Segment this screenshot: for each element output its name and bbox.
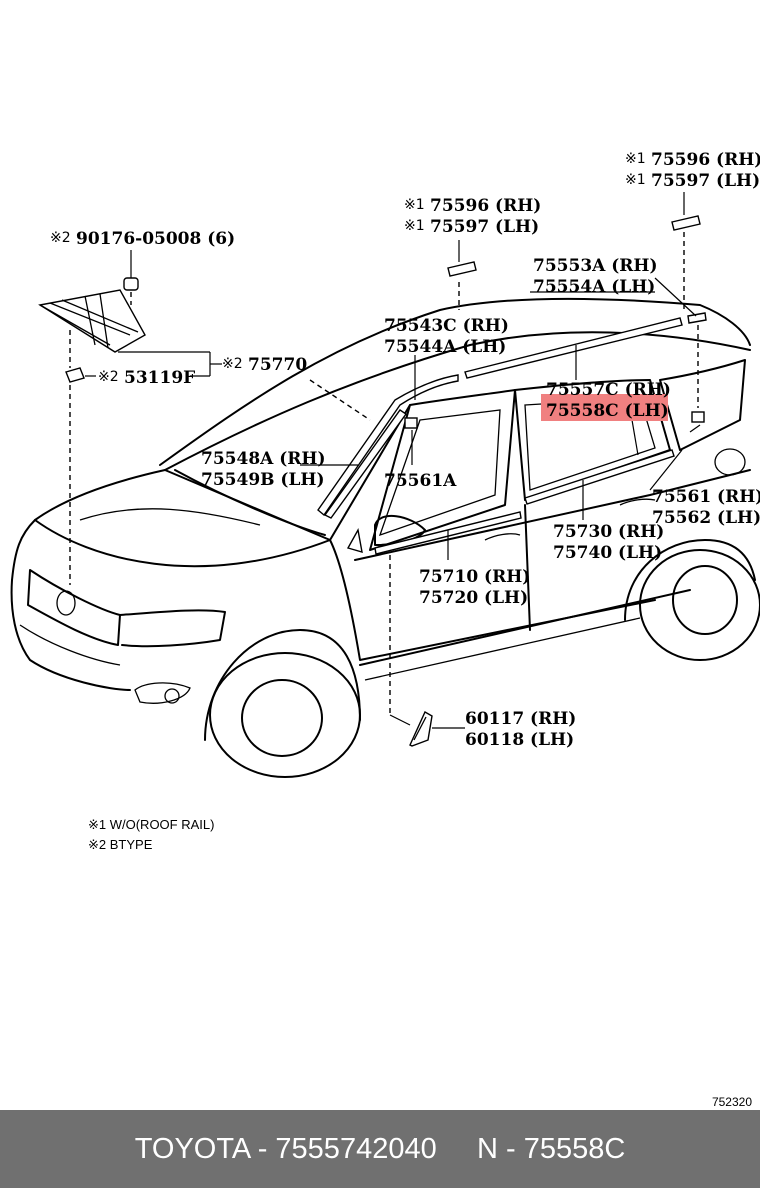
callout-75553A: 75553A (RH) — [533, 256, 658, 276]
part-roof-cap-mid — [447, 261, 477, 277]
callout-75554A: 75554A (LH) — [533, 277, 655, 297]
callout-75543C: 75543C (RH) — [384, 316, 509, 336]
callout-53119-mark: ※2 — [98, 369, 119, 385]
callout-75561: 75561 (RH) — [652, 487, 760, 507]
callout-75770-mark: ※2 — [222, 356, 243, 372]
part-clip-90176 — [123, 277, 139, 291]
callout-75596-mid-mark: ※1 — [404, 197, 425, 213]
part-mudguard — [409, 711, 433, 747]
callout-75740: 75740 (LH) — [553, 543, 662, 563]
callout-75730: 75730 (RH) — [553, 522, 664, 542]
callout-75562: 75562 (LH) — [652, 508, 760, 528]
parts-diagram: ※2 90176-05008 (6) ※2 53119F ※2 75770 ※1… — [10, 150, 760, 1109]
callout-90176: 90176-05008 (6) — [76, 229, 235, 249]
part-hood-protector — [38, 289, 146, 353]
vehicle-outline — [10, 297, 760, 778]
part-mirror-trim — [346, 527, 363, 553]
part-clip-75561A — [404, 417, 418, 429]
legend-notes: ※1 W/O(ROOF RAIL) ※2 BTYPE — [88, 817, 214, 852]
callout-75549B: 75549B (LH) — [201, 470, 325, 490]
leader-lines — [69, 192, 701, 729]
callout-75596-mid: 75596 (RH) — [430, 196, 541, 216]
part-roof-drip-molding — [464, 312, 707, 379]
callout-75710: 75710 (RH) — [419, 567, 530, 587]
part-belt-molding-rear — [524, 449, 675, 505]
callout-75596-top-mark: ※1 — [625, 151, 646, 167]
callout-90176-mark: ※2 — [50, 230, 71, 246]
callout-75770: 75770 — [248, 355, 307, 375]
part-clip-53119F — [65, 367, 85, 383]
note-1: ※1 W/O(ROOF RAIL) — [88, 817, 214, 832]
callout-75720: 75720 (LH) — [419, 588, 528, 608]
callout-75597-mid-mark: ※1 — [404, 218, 425, 234]
callout-75597-top-mark: ※1 — [625, 172, 646, 188]
callout-75544A: 75544A (LH) — [384, 337, 506, 357]
callout-75596-top: 75596 (RH) — [651, 150, 760, 170]
callout-53119: 53119F — [124, 368, 195, 388]
part-roof-cap-top — [671, 215, 701, 231]
part-clip-75561 — [691, 411, 705, 423]
callout-75548A: 75548A (RH) — [201, 449, 326, 469]
callout-75597-mid: 75597 (LH) — [430, 217, 539, 237]
callout-60117: 60117 (RH) — [465, 709, 576, 729]
highlight-box — [541, 394, 668, 421]
note-2: ※2 BTYPE — [88, 837, 153, 852]
footer-bar: TOYOTA - 7555742040 N - 75558C — [0, 1110, 760, 1188]
callout-75557C: 75557C (RH) — [546, 380, 671, 400]
callout-75558C: 75558C (LH) — [546, 401, 669, 421]
callout-75561A: 75561A — [384, 471, 457, 491]
part-windshield-molding — [317, 374, 459, 519]
footer-part-info: TOYOTA - 7555742040 N - 75558C — [134, 1132, 626, 1165]
callout-75597-top: 75597 (LH) — [651, 171, 760, 191]
callout-60118: 60118 (LH) — [465, 730, 574, 750]
figure-code: 752320 — [712, 1095, 752, 1109]
callout-labels: ※2 90176-05008 (6) ※2 53119F ※2 75770 ※1… — [50, 150, 760, 750]
